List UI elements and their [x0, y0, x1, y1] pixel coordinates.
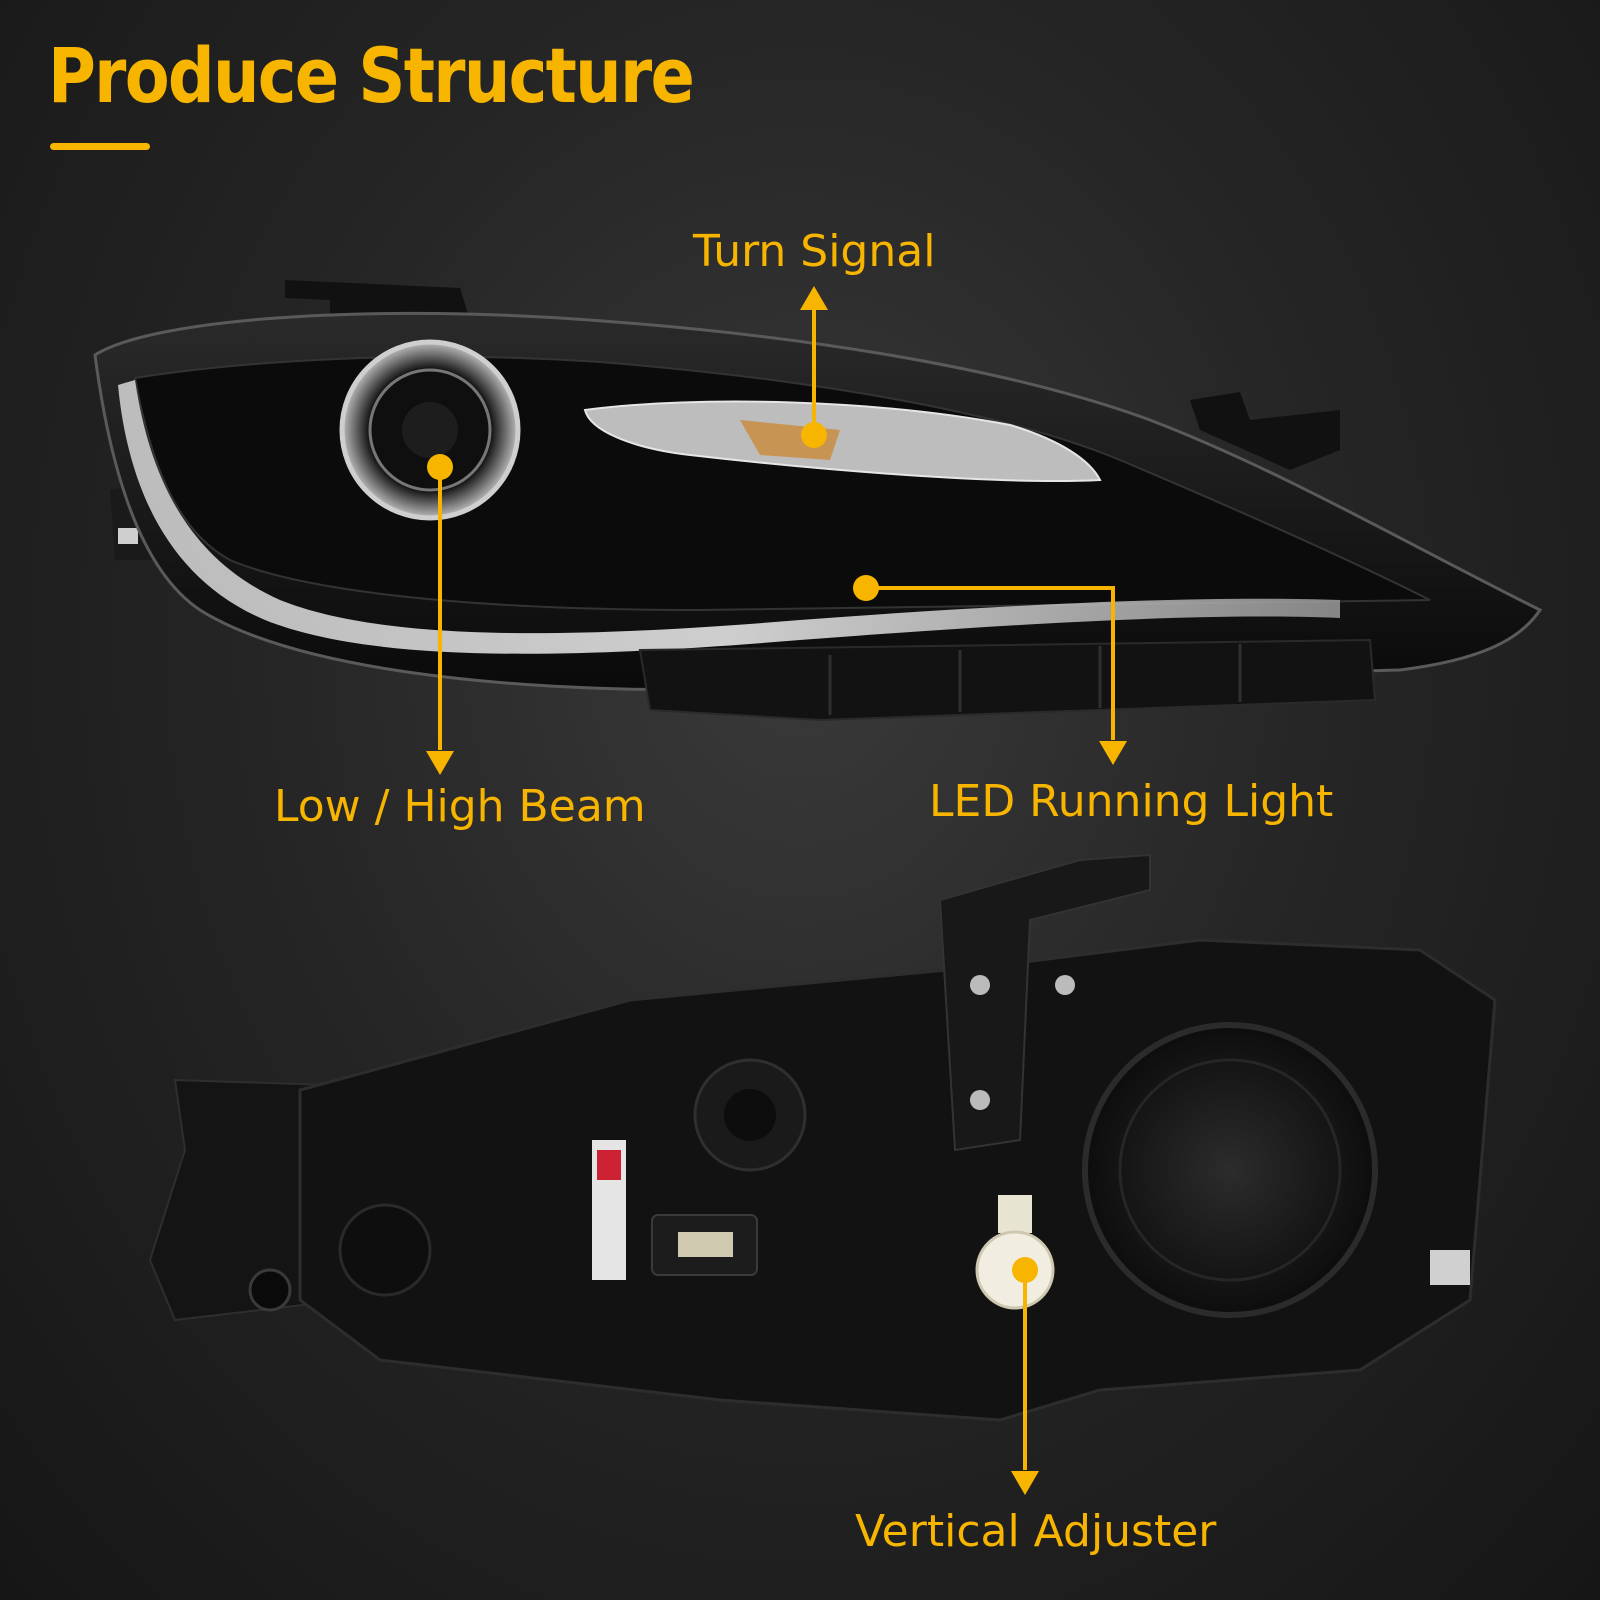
dust-cap — [1082, 1022, 1378, 1318]
callouts — [426, 286, 1127, 1495]
dot-marker-icon — [801, 422, 827, 448]
low-high-beam-label: Low / High Beam — [274, 781, 646, 832]
lower-bracket — [638, 638, 1377, 722]
turn-signal-lens — [583, 400, 1102, 482]
title-underline — [50, 143, 150, 150]
led-running-light-leader-line — [866, 586, 1115, 740]
arrow-down-icon — [1099, 741, 1127, 765]
mounting-tab — [285, 280, 470, 320]
headlight-front-view — [93, 280, 1543, 722]
arrow-down-icon — [426, 751, 454, 775]
led-running-light-label: LED Running Light — [929, 776, 1334, 827]
dot-marker-icon — [427, 454, 453, 480]
vertical-adjuster-label: Vertical Adjuster — [855, 1506, 1217, 1557]
turn-signal-label: Turn Signal — [693, 226, 936, 277]
dot-marker-icon — [1012, 1257, 1038, 1283]
headlight-rear-view — [148, 853, 1497, 1422]
mounting-tab-right — [1190, 392, 1340, 470]
dot-marker-icon — [853, 575, 879, 601]
page-title: Produce Structure — [48, 31, 695, 120]
side-clip — [118, 528, 138, 544]
arrow-up-icon — [800, 286, 828, 310]
arrow-down-icon — [1011, 1471, 1039, 1495]
top-bracket — [938, 853, 1151, 1152]
